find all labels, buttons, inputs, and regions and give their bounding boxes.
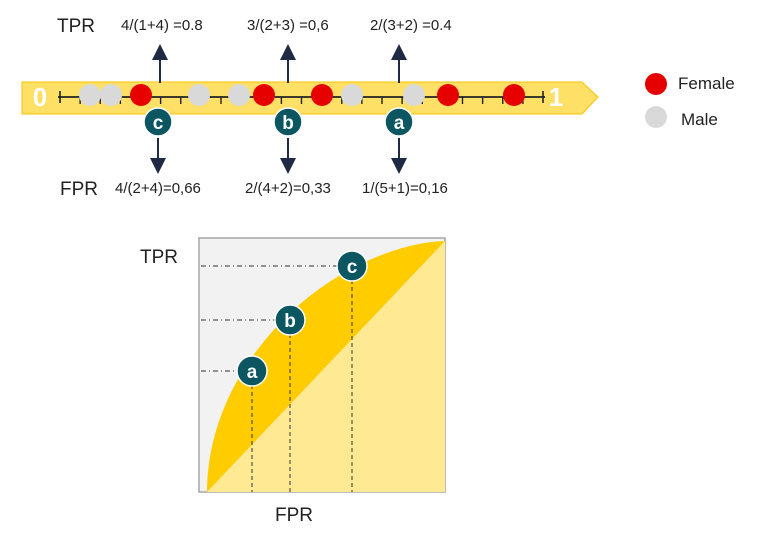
band-end-label: 1 [549, 82, 563, 112]
tpr-value-a: 2/(3+2) =0.4 [370, 17, 452, 34]
fpr-value-b: 2/(4+2)=0,33 [245, 180, 331, 197]
marker-b-badge [273, 107, 303, 137]
roc-point-c-label: c [347, 257, 358, 278]
roc-y-axis-label: TPR [140, 247, 178, 268]
fpr-value-c: 4/(2+4)=0,66 [115, 180, 201, 197]
fpr-row-label: FPR [60, 179, 98, 200]
male-dot [403, 84, 425, 106]
female-dot [437, 84, 459, 106]
legend-female-label: Female [678, 74, 735, 93]
male-dot [228, 84, 250, 106]
roc-point-a [236, 355, 268, 387]
marker-b-label: b [282, 113, 294, 134]
score-dots [79, 84, 525, 106]
legend-male-swatch [645, 106, 667, 128]
legend-male-label: Male [681, 110, 718, 129]
band-start-label: 0 [33, 82, 47, 112]
threshold-markers: c b a [143, 107, 414, 137]
female-dot [311, 84, 333, 106]
roc-plot: a b c TPR FPR [140, 237, 446, 526]
roc-point-c [336, 250, 368, 282]
roc-x-axis-label: FPR [275, 505, 313, 526]
male-dot [100, 84, 122, 106]
fpr-value-a: 1/(5+1)=0,16 [362, 180, 448, 197]
marker-a-label: a [394, 113, 405, 134]
tpr-value-c: 4/(1+4) =0.8 [121, 17, 203, 34]
female-dot [503, 84, 525, 106]
roc-point-a-label: a [247, 362, 258, 383]
legend: Female Male [645, 73, 735, 129]
roc-curve-area [207, 241, 445, 492]
roc-point-b-label: b [284, 311, 296, 332]
threshold-arrows [150, 44, 407, 174]
roc-guide-verticals [251, 266, 353, 492]
tpr-value-b: 3/(2+3) =0,6 [247, 17, 329, 34]
marker-a-badge [384, 107, 414, 137]
legend-female-swatch [645, 73, 667, 95]
tpr-row-label: TPR [57, 16, 95, 37]
female-dot [253, 84, 275, 106]
marker-c-badge [143, 107, 173, 137]
roc-point-b [274, 304, 306, 336]
male-dot [188, 84, 210, 106]
male-dot [341, 84, 363, 106]
marker-c-label: c [153, 113, 164, 134]
male-dot [79, 84, 101, 106]
female-dot [130, 84, 152, 106]
